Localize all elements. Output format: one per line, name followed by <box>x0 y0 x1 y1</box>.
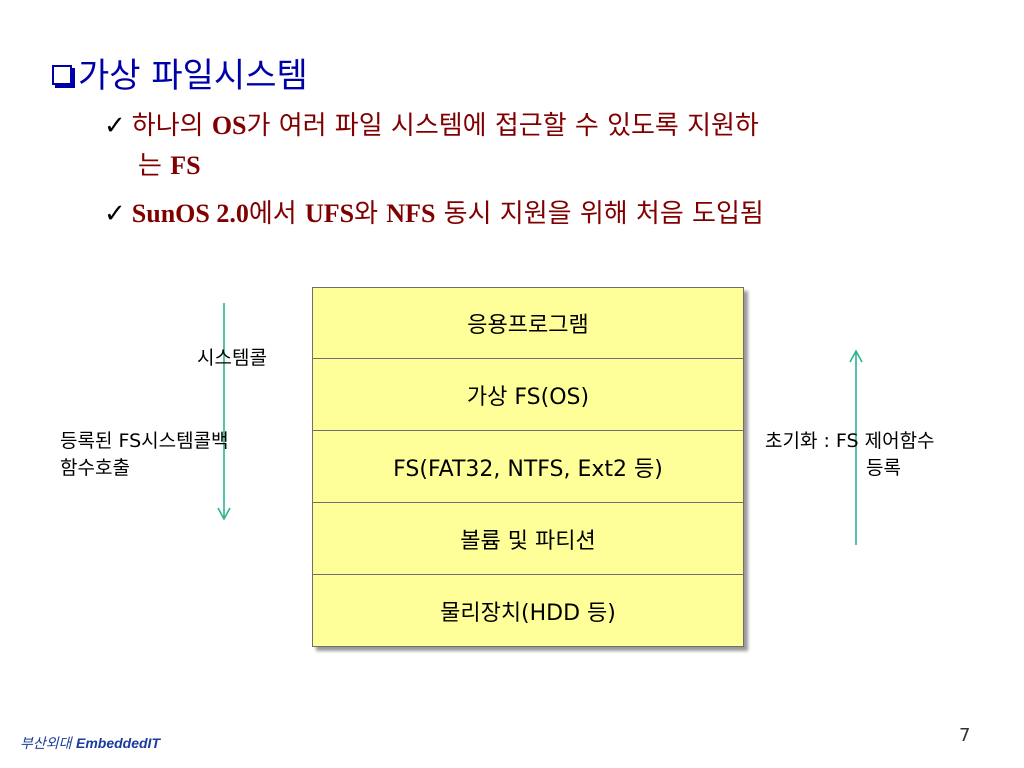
slide-title-text: 가상 파일시스템 <box>78 56 308 96</box>
footer-embeddedit: EmbeddedIT <box>75 735 160 751</box>
bullet-2-text-c: 동시 지원을 위해 처음 도입됨 <box>435 199 764 229</box>
checkmark-icon: ✓ <box>104 111 126 141</box>
init-label-2: 등록 <box>866 457 901 479</box>
down-arrow-icon <box>217 303 231 521</box>
register-callback-label-1: 등록된 FS시스템콜백 <box>60 430 229 452</box>
checkmark-icon: ✓ <box>104 199 126 229</box>
syscall-label: 시스템콜 <box>197 347 267 369</box>
bullet-1-bold-fs: FS <box>170 151 201 180</box>
bullet-2-bold-sunos: SunOS 2.0 <box>131 199 249 228</box>
bullet-1: ✓하나의 OS가 여러 파일 시스템에 접근할 수 있도록 지원하 는 FS <box>104 106 984 186</box>
up-arrow-icon <box>849 349 863 545</box>
layer-volume-partition: 볼륨 및 파티션 <box>312 503 744 575</box>
layer-physical-device: 물리장치(HDD 등) <box>312 575 744 647</box>
bullet-1-bold-os: OS <box>211 111 247 140</box>
bullet-1-line-2: 는 FS <box>104 146 984 186</box>
square-bullet-icon <box>52 65 72 85</box>
init-label-1: 초기화 : FS 제어함수 <box>765 430 935 452</box>
layer-file-system: FS(FAT32, NTFS, Ext2 등) <box>312 431 744 503</box>
page-number: 7 <box>959 725 971 746</box>
bullet-1-text-a: 하나의 <box>131 111 212 141</box>
bullet-2-text-a: 에서 <box>248 199 305 229</box>
slide-title: 가상 파일시스템 <box>52 48 308 97</box>
bullet-1-text-b: 가 여러 파일 시스템에 접근할 수 있도록 지원하 <box>246 111 759 141</box>
bullet-2-bold-ufs: UFS <box>304 199 355 228</box>
layer-stack-diagram: 응용프로그램 가상 FS(OS) FS(FAT32, NTFS, Ext2 등)… <box>312 287 744 647</box>
register-callback-label-2: 함수호출 <box>60 457 130 479</box>
layer-application: 응용프로그램 <box>312 287 744 359</box>
bullet-1-text-c: 는 <box>138 151 171 181</box>
layer-virtual-fs: 가상 FS(OS) <box>312 359 744 431</box>
bullet-2: ✓SunOS 2.0에서 UFS와 NFS 동시 지원을 위해 처음 도입됨 <box>104 194 764 234</box>
footer-korean: 부산외대 <box>20 736 76 752</box>
bullet-2-text-b: 와 <box>354 199 387 229</box>
footer-brand: 부산외대 EmbeddedIT <box>20 733 160 753</box>
bullet-2-bold-nfs: NFS <box>386 199 436 228</box>
